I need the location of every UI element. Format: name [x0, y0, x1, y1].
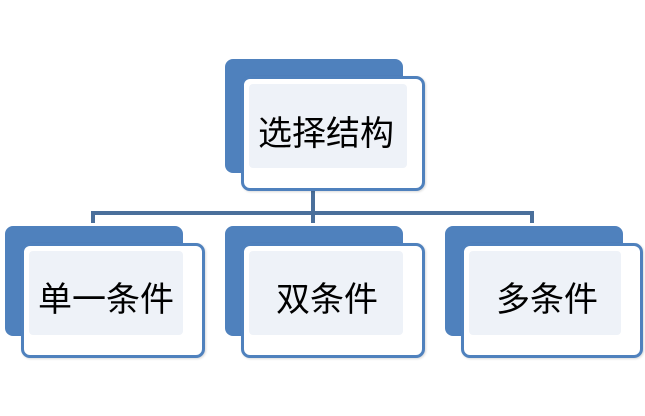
middle-drop-connector: [311, 211, 315, 223]
root-node-fill: [249, 84, 407, 168]
child-node-2-label: 双条件: [276, 280, 378, 320]
root-node-label: 选择结构: [258, 114, 394, 154]
left-drop-connector: [91, 211, 95, 223]
child-node-1-label: 单一条件: [38, 280, 174, 320]
child-node-1-fill: [29, 251, 183, 335]
child-node-2-fill: [249, 251, 403, 335]
child-node-3-label: 多条件: [496, 280, 598, 320]
right-drop-connector: [530, 211, 534, 223]
child-node-3-fill: [469, 251, 621, 335]
root-stem-connector: [311, 177, 315, 214]
